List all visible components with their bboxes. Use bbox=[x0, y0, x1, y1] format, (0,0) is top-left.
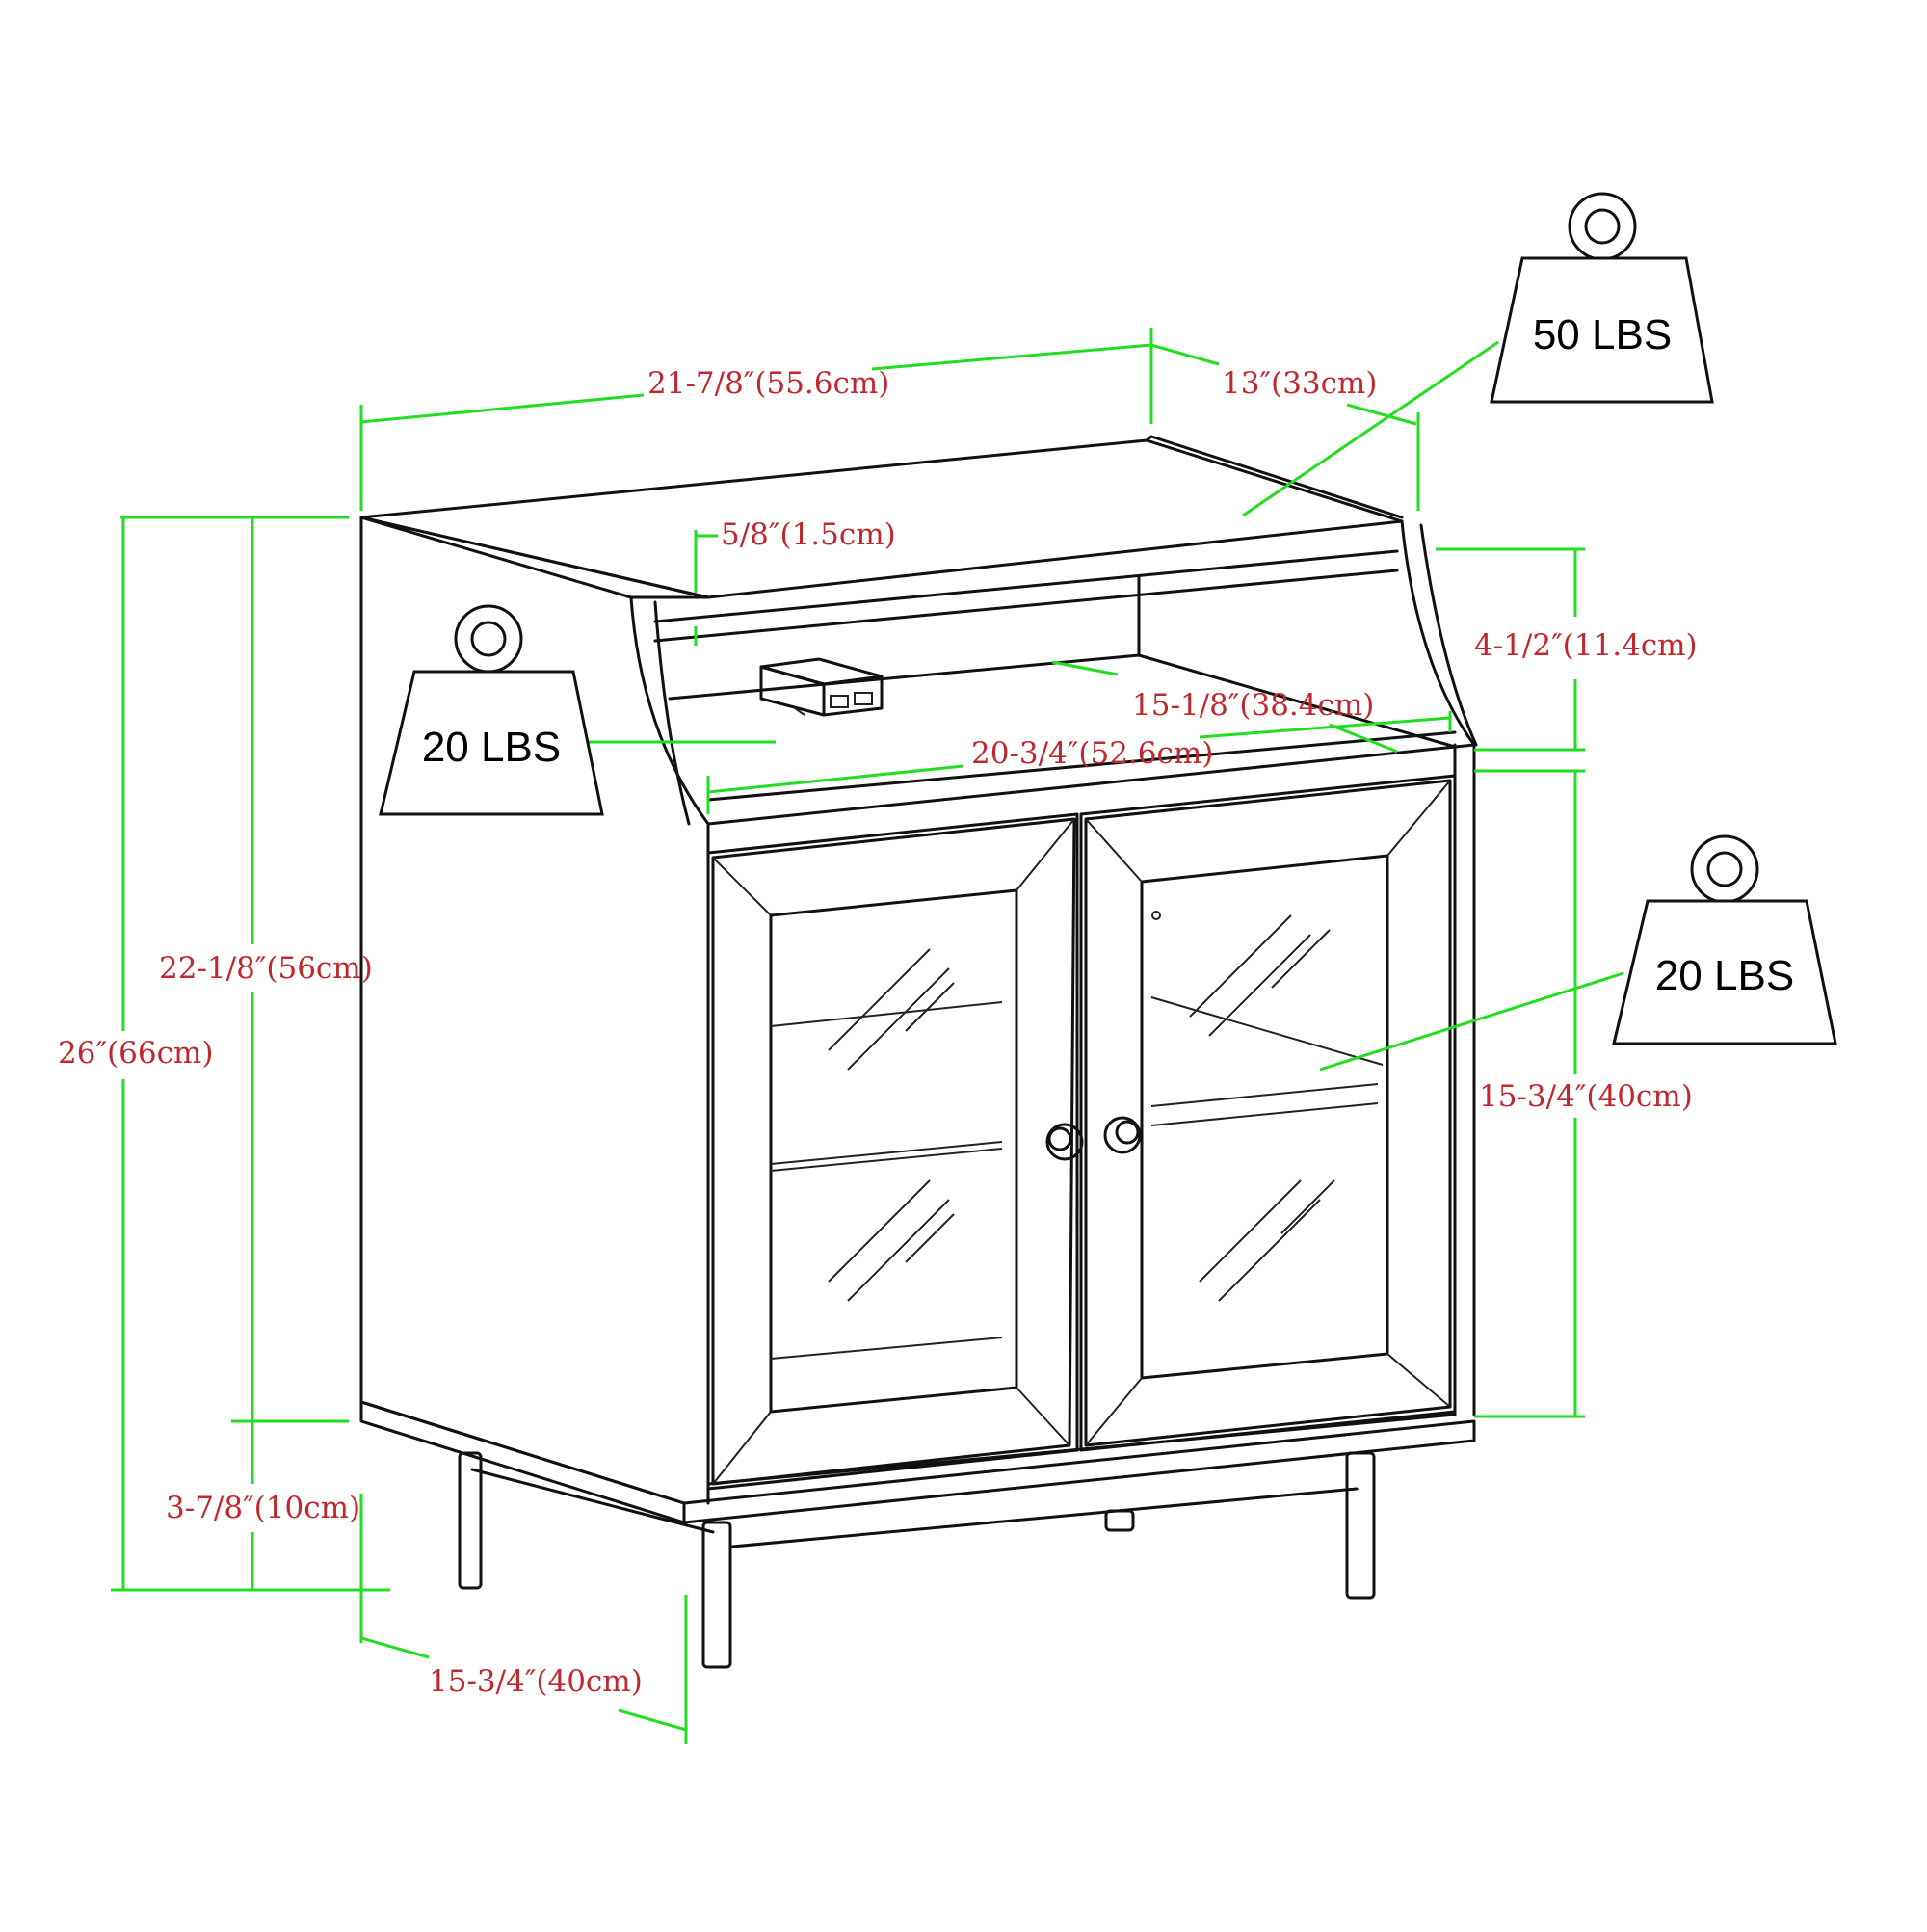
door-height-label: 15-3/4″(40cm) bbox=[1479, 1079, 1693, 1114]
width-label: 21-7/8″(55.6cm) bbox=[647, 366, 889, 401]
leg-height-label: 3-7/8″(10cm) bbox=[166, 1491, 360, 1525]
shelf-depth-label: 15-1/8″(38.4cm) bbox=[1132, 688, 1374, 723]
top-weight-label: 50 LBS bbox=[1533, 311, 1672, 358]
cabinet-height-label: 22-1/8″(56cm) bbox=[159, 951, 373, 986]
inner-width-label: 20-3/4″(52.6cm) bbox=[971, 736, 1213, 771]
depth-label: 13″(33cm) bbox=[1222, 366, 1377, 401]
weight-icon: 20 LBS bbox=[1612, 834, 1837, 1045]
upper-height-label: 4-1/2″(11.4cm) bbox=[1474, 628, 1698, 663]
cabinet-drawing bbox=[359, 435, 1478, 1669]
base-depth-label: 15-3/4″(40cm) bbox=[429, 1664, 643, 1699]
shelf-weight-label: 20 LBS bbox=[422, 724, 561, 771]
dimension-lines bbox=[111, 328, 1624, 1744]
weight-icon: 20 LBS bbox=[379, 604, 604, 816]
shelf-thickness-label: 5/8″(1.5cm) bbox=[721, 517, 896, 552]
total-height-label: 26″(66cm) bbox=[58, 1036, 213, 1071]
power-strip-icon bbox=[759, 657, 884, 717]
weight-icon: 50 LBS bbox=[1490, 192, 1714, 404]
cabinet-weight-label: 20 LBS bbox=[1655, 952, 1794, 999]
dimension-labels: 21-7/8″(55.6cm) 13″(33cm) 5/8″(1.5cm) 4-… bbox=[58, 366, 1698, 1699]
